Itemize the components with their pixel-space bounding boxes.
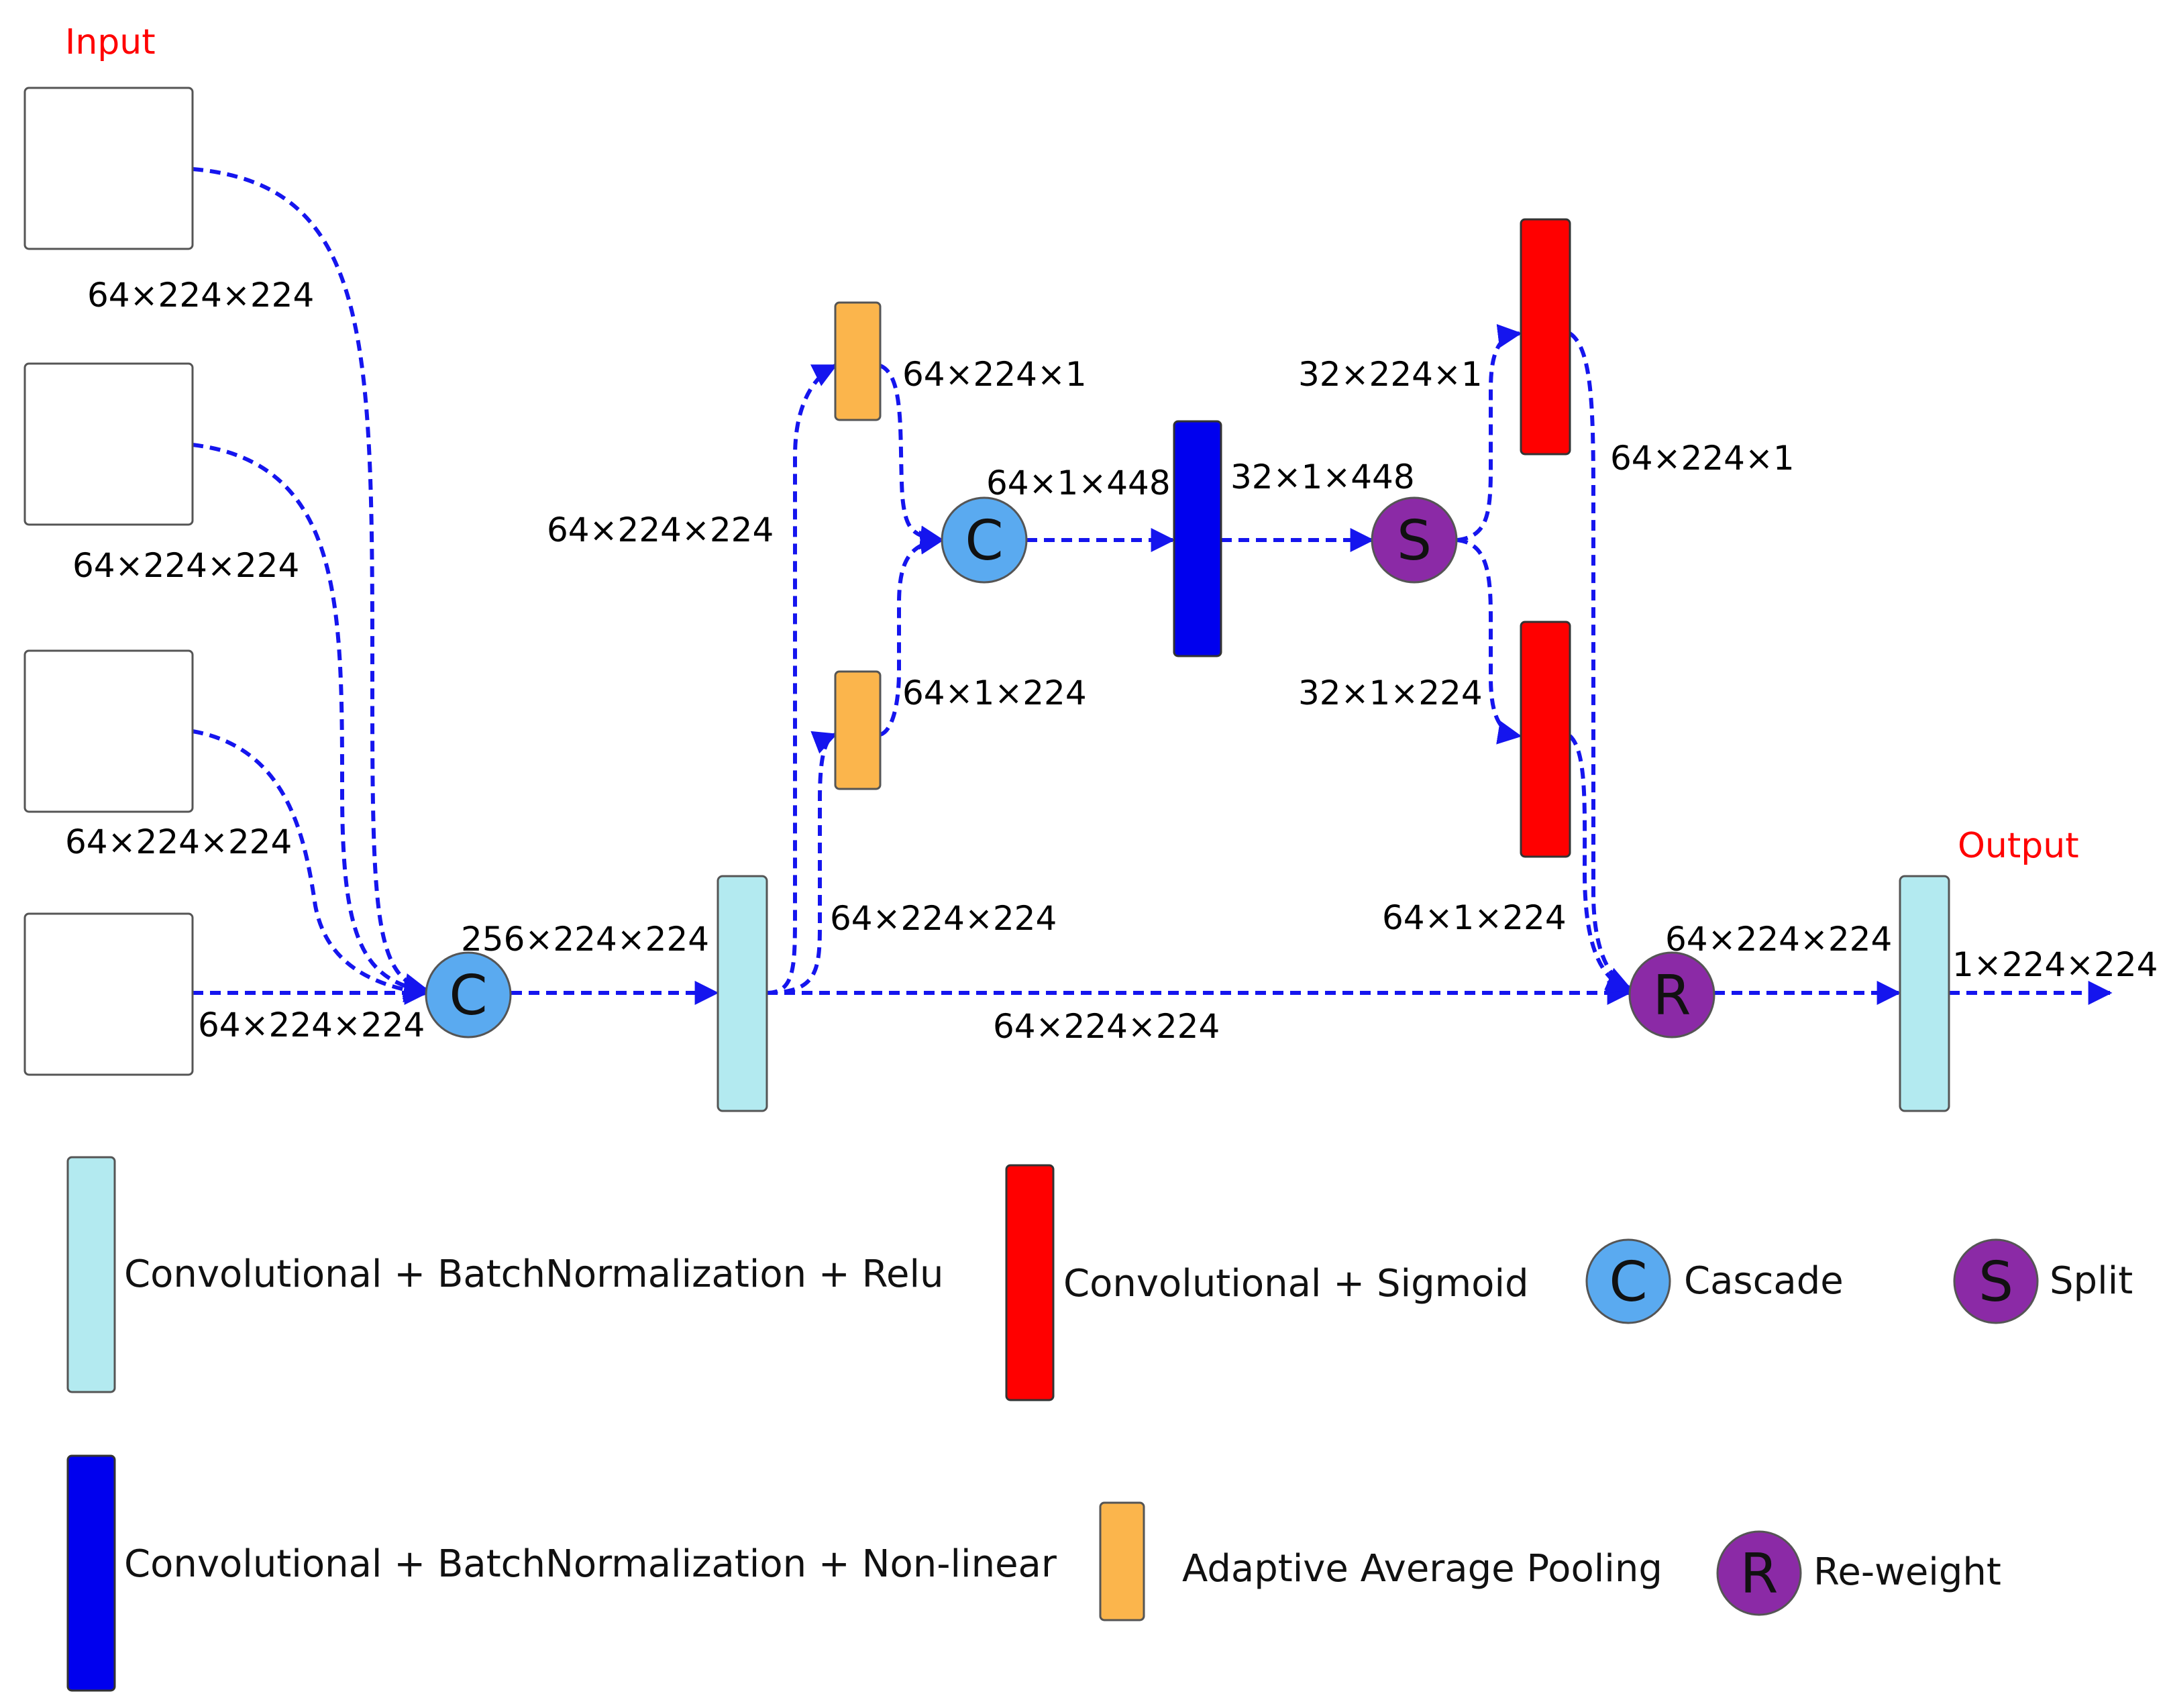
arrow-split-to-sigmoid-top bbox=[1457, 324, 1522, 542]
pooling-block-top bbox=[834, 301, 882, 421]
dim-reweight-out: 64×224×224 bbox=[1665, 920, 1892, 959]
legend-swatch-cascade bbox=[1585, 1238, 1671, 1324]
legend-swatch-conv-sigmoid bbox=[1005, 1164, 1055, 1401]
sigmoid-block-top bbox=[1520, 218, 1571, 456]
legend-item-adaptive-pool: Adaptive Average Pooling bbox=[1099, 1501, 1662, 1621]
arrow-input2-to-cascade bbox=[192, 443, 429, 1000]
legend: Convolutional + BatchNormalization + Rel… bbox=[66, 1156, 2133, 1692]
cascade-node-1: C bbox=[425, 951, 512, 1038]
legend-label-reweight: Re-weight bbox=[1813, 1550, 2001, 1594]
dim-pool-top: 64×224×1 bbox=[902, 355, 1087, 394]
legend-swatch-split-letter: S bbox=[1978, 1250, 2013, 1314]
input-map-4 bbox=[23, 912, 194, 1076]
legend-label-split: Split bbox=[2050, 1259, 2133, 1303]
network-blocks bbox=[717, 218, 1950, 1112]
legend-label-conv-sigmoid: Convolutional + Sigmoid bbox=[1063, 1262, 1529, 1305]
dim-cascade2-out: 64×1×448 bbox=[986, 464, 1171, 502]
arrow-input1-to-cascade bbox=[192, 167, 429, 998]
legend-item-conv-bn-nonlinear: Convolutional + BatchNormalization + Non… bbox=[66, 1454, 1057, 1692]
legend-label-conv-bn-relu: Convolutional + BatchNormalization + Rel… bbox=[124, 1252, 944, 1296]
dim-input-2: 64×224×224 bbox=[72, 546, 299, 585]
split-node: S bbox=[1371, 496, 1458, 584]
split-node-letter: S bbox=[1397, 509, 1432, 573]
legend-item-conv-bn-relu: Convolutional + BatchNormalization + Rel… bbox=[66, 1156, 944, 1393]
cascade-node-2: C bbox=[941, 496, 1028, 584]
reweight-node-letter: R bbox=[1653, 964, 1691, 1028]
cascade-node-2-letter: C bbox=[965, 509, 1003, 573]
conv-nonlinear-block bbox=[1173, 420, 1222, 657]
operation-nodes: C C S R bbox=[425, 496, 1715, 1038]
dim-final-out: 1×224×224 bbox=[1952, 945, 2158, 984]
input-map-3 bbox=[23, 649, 194, 813]
arrow-input3-to-cascade bbox=[192, 729, 429, 1003]
legend-item-cascade: C Cascade bbox=[1585, 1238, 1844, 1324]
reweight-node-circle bbox=[1628, 951, 1715, 1038]
dim-skip: 64×224×224 bbox=[993, 1007, 1220, 1046]
arrow-conv-relu-to-pool-top bbox=[766, 364, 838, 995]
input-map-1 bbox=[23, 87, 194, 250]
sigmoid-block-bottom bbox=[1520, 621, 1571, 858]
legend-swatch-reweight bbox=[1716, 1530, 1802, 1616]
dim-split-top: 32×224×1 bbox=[1298, 355, 1483, 394]
arrow-pool-bottom-to-cascade2 bbox=[879, 530, 945, 737]
dim-to-pool-top: 64×224×224 bbox=[547, 511, 774, 549]
legend-swatch-conv-bn-relu bbox=[66, 1156, 116, 1393]
arrow-pool-top-to-cascade2 bbox=[879, 364, 945, 550]
legend-label-adaptive-pool: Adaptive Average Pooling bbox=[1182, 1547, 1662, 1591]
cascade-node-2-circle bbox=[941, 496, 1028, 584]
dim-sigmoid-top-out: 64×224×1 bbox=[1610, 439, 1795, 478]
input-map-2 bbox=[23, 362, 194, 526]
legend-label-cascade: Cascade bbox=[1684, 1259, 1844, 1303]
cascade-node-1-letter: C bbox=[449, 964, 487, 1028]
dim-split-bottom: 32×1×224 bbox=[1298, 674, 1483, 712]
input-title: Input bbox=[65, 22, 156, 62]
legend-item-reweight: R Re-weight bbox=[1716, 1530, 2001, 1616]
legend-swatch-cascade-letter: C bbox=[1609, 1250, 1647, 1314]
arrow-sigmoid-top-to-reweight bbox=[1569, 331, 1632, 990]
dim-to-pool-bottom: 64×224×224 bbox=[830, 899, 1057, 938]
reweight-node: R bbox=[1628, 951, 1715, 1038]
dim-input-4: 64×224×224 bbox=[198, 1006, 425, 1045]
legend-swatch-split bbox=[1953, 1238, 2039, 1324]
legend-swatch-reweight-letter: R bbox=[1740, 1542, 1779, 1606]
arrow-conv-relu-to-pool-bottom bbox=[766, 731, 838, 995]
legend-item-conv-sigmoid: Convolutional + Sigmoid bbox=[1005, 1164, 1529, 1401]
dim-sigmoid-bottom-out: 64×1×224 bbox=[1382, 898, 1567, 937]
dim-cascade-out: 256×224×224 bbox=[461, 920, 709, 959]
dim-conv-nonlinear-out: 32×1×448 bbox=[1230, 458, 1415, 496]
split-node-circle bbox=[1371, 496, 1458, 584]
dim-input-3: 64×224×224 bbox=[65, 822, 292, 861]
legend-label-conv-bn-nonlinear: Convolutional + BatchNormalization + Non… bbox=[124, 1542, 1057, 1586]
output-title: Output bbox=[1958, 826, 2079, 866]
dim-input-1: 64×224×224 bbox=[87, 276, 314, 315]
legend-item-split: S Split bbox=[1953, 1238, 2133, 1324]
arrow-sigmoid-bottom-to-reweight bbox=[1568, 734, 1632, 993]
cascade-node-1-circle bbox=[425, 951, 512, 1038]
legend-swatch-conv-bn-nonlinear bbox=[66, 1454, 116, 1692]
input-feature-maps bbox=[23, 87, 194, 1076]
arrow-split-to-sigmoid-bottom bbox=[1457, 538, 1522, 745]
dimension-labels: 64×224×224 64×224×224 64×224×224 64×224×… bbox=[65, 276, 2158, 1046]
legend-swatch-adaptive-pool bbox=[1099, 1501, 1145, 1621]
pooling-block-bottom bbox=[834, 670, 882, 790]
conv-relu-block-1 bbox=[717, 875, 768, 1112]
conv-relu-block-2 bbox=[1899, 875, 1950, 1112]
flow-arrows bbox=[192, 167, 2113, 1005]
dim-pool-bottom: 64×1×224 bbox=[902, 674, 1087, 712]
